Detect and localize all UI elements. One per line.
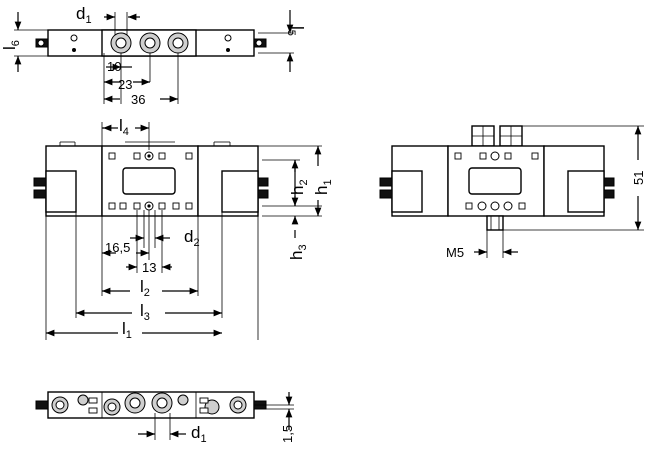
d1-label: d1 [76,4,92,26]
l2-label: l2 [140,277,150,299]
m5-label: M5 [446,245,464,260]
h3-label: h3 [287,244,309,260]
side-view: M5 51 [379,125,646,260]
l3-label: l3 [140,301,150,323]
h1-label: h1 [312,179,334,195]
h2-label: h2 [288,179,310,195]
m5-port [486,215,504,231]
dim-10-label: 10 [107,59,121,74]
bottom-d1-label: d1 [191,423,207,445]
dim-23-label: 23 [118,77,132,92]
front-view: l4 h2 h1 h3 d2 16,5 13 [33,116,334,341]
top-view: d1 l6 l5 10 23 36 [0,4,307,107]
d2-label: d2 [184,227,200,249]
l6-label: l6 [0,40,22,50]
dim-13-label: 13 [142,260,156,275]
dim-16-5-label: 16,5 [105,240,130,255]
l1-label: l1 [122,319,132,341]
bottom-view-body [47,391,255,419]
bottom-view: d1 1,5 [35,391,295,445]
l5-label: l5 [285,26,307,36]
dim-51-label: 51 [631,171,646,185]
dim-36-label: 36 [131,92,145,107]
l4-label: l4 [119,116,129,138]
dim-1-5-label: 1,5 [280,425,295,443]
